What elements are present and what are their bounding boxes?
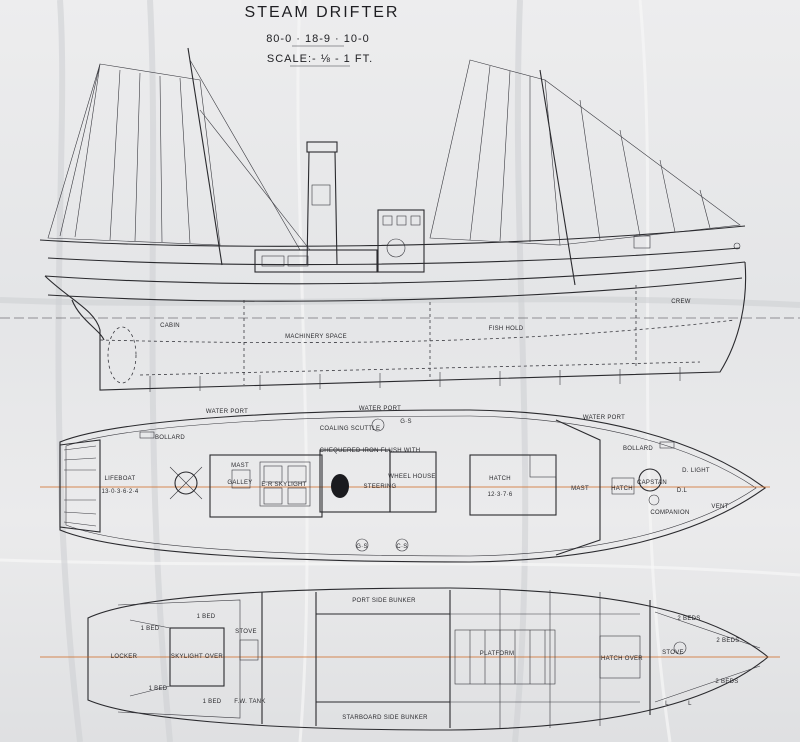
label-er-skylight: E·R SKYLIGHT [261,482,306,488]
label-bollard-fwd: BOLLARD [623,446,653,452]
label-locker: LOCKER [111,654,138,660]
label-mast-fwd: MAST [571,486,589,492]
label-gs-aft: G·S [356,544,368,550]
label-vent: VENT [711,504,728,510]
deck-plan: WATER PORT WATER PORT WATER PORT BOLLARD… [40,406,770,563]
label-2-beds-c: 2 BEDS [715,679,738,685]
label-fw-tank: F.W. TANK [234,699,265,705]
label-bed-1: 1 BED [141,626,160,632]
label-coaling-scuttle: COALING SCUTTLE [320,426,381,432]
label-bollard-aft: BOLLARD [155,435,185,441]
label-galley: GALLEY [227,480,252,486]
label-d-light: D. LIGHT [682,468,710,474]
label-stove-fwd: STOVE [662,650,684,656]
label-hatch-over: HATCH OVER [601,656,643,662]
drawing-dimensions: 80-0 · 18-9 · 10-0 [266,33,370,45]
label-bed-4: 1 BED [203,699,222,705]
label-chequered-iron: CHEQUERED IRON FLUSH WITH [320,448,421,454]
label-water-port-1: WATER PORT [206,409,248,415]
label-2-beds-a: 2 BEDS [677,616,700,622]
label-companion: COMPANION [650,510,689,516]
label-starboard-bunker: STARBOARD SIDE BUNKER [342,715,428,721]
label-hatch-small: HATCH [611,486,633,492]
label-mast-aft: MAST [231,463,249,469]
label-cs: C·S [396,544,407,550]
label-steering: STEERING [363,484,396,490]
label-fish-hold: FISH HOLD [489,326,524,332]
label-l-1: L [665,701,669,707]
label-port-bunker: PORT SIDE BUNKER [352,598,416,604]
label-water-port-3: WATER PORT [583,415,625,421]
drawing-scale: SCALE:- ⅛ - 1 FT. [267,53,373,65]
label-dl: D.L [677,488,688,494]
label-crew: CREW [671,299,691,305]
label-machinery-space: MACHINERY SPACE [285,334,347,340]
title-block: STEAM DRIFTER 80-0 · 18-9 · 10-0 SCALE:-… [245,4,400,67]
label-wheel-house: WHEEL HOUSE [388,474,435,480]
drawing-title: STEAM DRIFTER [245,4,400,21]
label-lifeboat: LIFEBOAT [105,476,136,482]
label-cabin: CABIN [160,323,180,329]
label-platform: PLATFORM [480,651,515,657]
label-hatch-dims: 12·3·7·6 [487,492,512,498]
side-elevation: CABIN MACHINERY SPACE FISH HOLD CREW [0,47,800,392]
label-bed-3: 1 BED [149,686,168,692]
label-capstan: CAPSTAN [637,480,667,486]
label-gs: G·S [400,419,412,425]
label-2-beds-b: 2 BEDS [716,638,739,644]
hold-plan: PORT SIDE BUNKER STARBOARD SIDE BUNKER 1… [40,587,780,731]
label-stove-aft: STOVE [235,629,257,635]
label-skylight-over: SKYLIGHT OVER [171,654,224,660]
label-l-2: L [688,701,692,707]
label-lifeboat-dims: 13·0·3·6·2·4 [102,489,139,495]
label-bed-2: 1 BED [197,614,216,620]
label-water-port-2: WATER PORT [359,406,401,412]
label-hatch: HATCH [489,476,511,482]
